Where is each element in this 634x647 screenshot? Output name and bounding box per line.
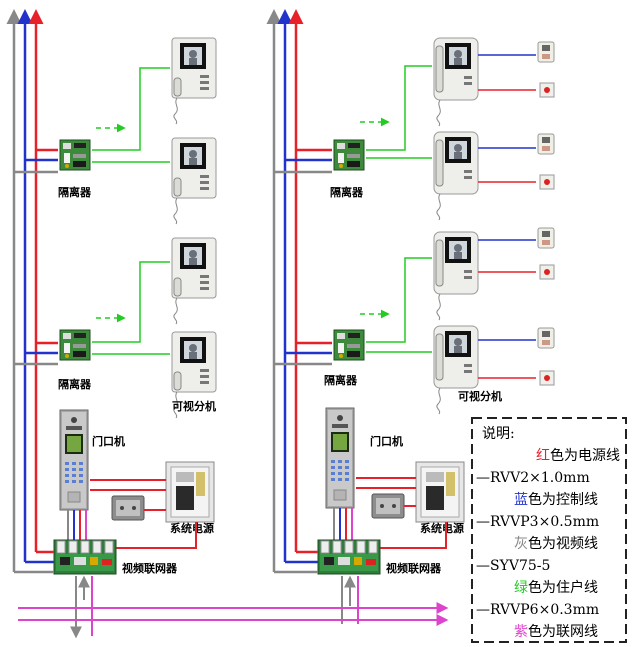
legend-resident-desc: 绿色为住户线 <box>514 579 598 596</box>
legend-box: 说明: 红色为电源线 —RVV2×1.0mm 蓝色为控制线 —RVVP3×0.5… <box>471 417 627 643</box>
legend-control-desc: 蓝色为控制线 <box>514 491 598 508</box>
legend-power-cable: —RVV2×1.0mm <box>476 470 590 486</box>
lock-icon <box>111 495 145 521</box>
alarm-button-icon <box>539 174 555 190</box>
network-unit-icon <box>317 539 381 575</box>
video-intercom-icon <box>433 37 479 127</box>
isolator-board-icon <box>59 139 91 171</box>
detector-icon <box>537 133 555 155</box>
detector-icon <box>537 41 555 63</box>
network-unit-icon <box>53 539 117 575</box>
alarm-button-icon <box>539 370 555 386</box>
power-supply-box-icon <box>415 461 465 523</box>
power-supply-box-icon <box>165 461 215 523</box>
video-networker-label: 视频联网器 <box>122 561 178 575</box>
video-networker-label: 视频联网器 <box>386 561 442 575</box>
legend-resident-cable: —RVVP6×0.3mm <box>476 602 599 618</box>
legend-title: 说明: <box>482 426 515 442</box>
legend-power-desc: 红色为电源线 <box>536 447 620 464</box>
alarm-button-icon <box>539 264 555 280</box>
detector-icon <box>537 327 555 349</box>
door-panel-icon <box>59 409 89 511</box>
isolator-label: 隔离器 <box>58 185 92 199</box>
video-extension-label: 可视分机 <box>458 389 502 403</box>
legend-video-desc: 灰色为视频线 <box>514 535 598 552</box>
video-extension-label: 可视分机 <box>172 399 216 413</box>
isolator-label: 隔离器 <box>58 377 92 391</box>
legend-video-cable: —SYV75-5 <box>476 558 550 574</box>
isolator-board-icon <box>59 329 91 361</box>
isolator-board-icon <box>333 139 365 171</box>
video-intercom-icon <box>171 37 217 125</box>
alarm-button-icon <box>539 82 555 98</box>
video-intercom-icon <box>171 137 217 225</box>
isolator-label: 隔离器 <box>330 185 364 199</box>
lock-icon <box>371 493 405 519</box>
door-panel-icon <box>325 407 355 509</box>
door-station-label: 门口机 <box>370 434 403 448</box>
system-power-label: 系统电源 <box>420 521 464 535</box>
video-intercom-icon <box>433 231 479 321</box>
detector-icon <box>537 227 555 249</box>
system-power-label: 系统电源 <box>170 521 214 535</box>
isolator-board-icon <box>333 329 365 361</box>
video-intercom-icon <box>171 237 217 325</box>
legend-network-desc: 紫色为联网线 <box>514 623 598 640</box>
network-bus <box>18 602 449 626</box>
legend-control-cable: —RVVP3×0.5mm <box>476 514 599 530</box>
left-system: 隔离器 隔离器 可视分机 门口机 系统电源 视频 <box>6 9 217 639</box>
right-system: 隔离器 隔离器 可视分机 <box>266 9 555 624</box>
isolator-label: 隔离器 <box>324 373 358 387</box>
door-station-label: 门口机 <box>92 434 125 448</box>
video-intercom-icon <box>433 131 479 221</box>
